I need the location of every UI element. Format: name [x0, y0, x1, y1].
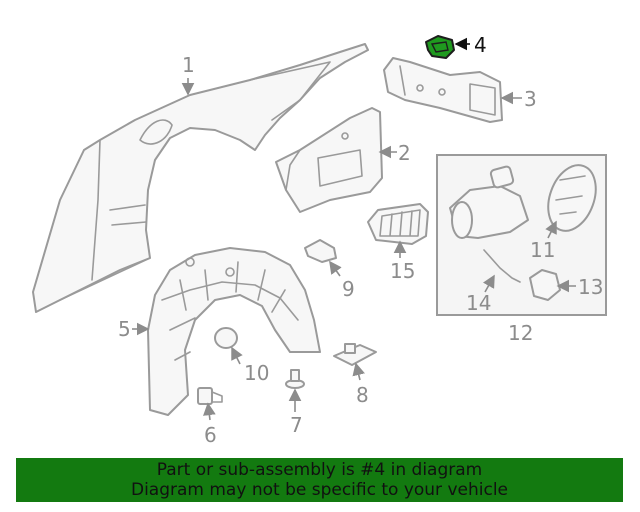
part-4-clip[interactable]	[425, 35, 455, 59]
part-8-retainer[interactable]	[333, 343, 377, 366]
part-5-wheelhouse-liner[interactable]	[147, 247, 321, 416]
callout-6[interactable]: 6	[204, 423, 217, 447]
callout-13[interactable]: 13	[578, 275, 603, 299]
part-9-clip[interactable]	[304, 239, 337, 263]
callout-1[interactable]: 1	[182, 53, 195, 77]
callout-14[interactable]: 14	[466, 291, 491, 315]
part-11-fuel-door[interactable]	[540, 159, 605, 238]
part-6-bolt[interactable]	[197, 387, 223, 405]
callout-2[interactable]: 2	[398, 141, 411, 165]
callout-15[interactable]: 15	[390, 259, 415, 283]
callout-3[interactable]: 3	[524, 87, 537, 111]
banner-line-part-number: Part or sub-assembly is #4 in diagram	[156, 460, 483, 480]
callout-12[interactable]: 12	[508, 321, 533, 345]
part-2-inner-panel[interactable]	[275, 107, 383, 213]
callout-7[interactable]: 7	[290, 413, 303, 437]
parts-diagram: 1 2 3 4 5 6 7 8 9 10 11 12 13 14 15	[32, 33, 607, 447]
callout-9[interactable]: 9	[342, 277, 355, 301]
callout-10[interactable]: 10	[244, 361, 269, 385]
part-14-hinge-rod[interactable]	[483, 249, 521, 283]
callout-11[interactable]: 11	[530, 238, 555, 262]
part-10-plug[interactable]	[214, 327, 238, 349]
part-15-grille[interactable]	[367, 203, 429, 245]
callout-5[interactable]: 5	[118, 317, 131, 341]
info-banner: Part or sub-assembly is #4 in diagram Di…	[16, 458, 623, 502]
part-7-push-clip[interactable]	[285, 369, 305, 389]
banner-line-disclaimer: Diagram may not be specific to your vehi…	[130, 480, 508, 500]
fuel-filler-housing	[449, 165, 529, 239]
callout-4[interactable]: 4	[474, 33, 487, 57]
callout-8[interactable]: 8	[356, 383, 369, 407]
part-3-bracket[interactable]	[383, 57, 503, 123]
part-1-quarter-panel[interactable]	[32, 43, 369, 313]
